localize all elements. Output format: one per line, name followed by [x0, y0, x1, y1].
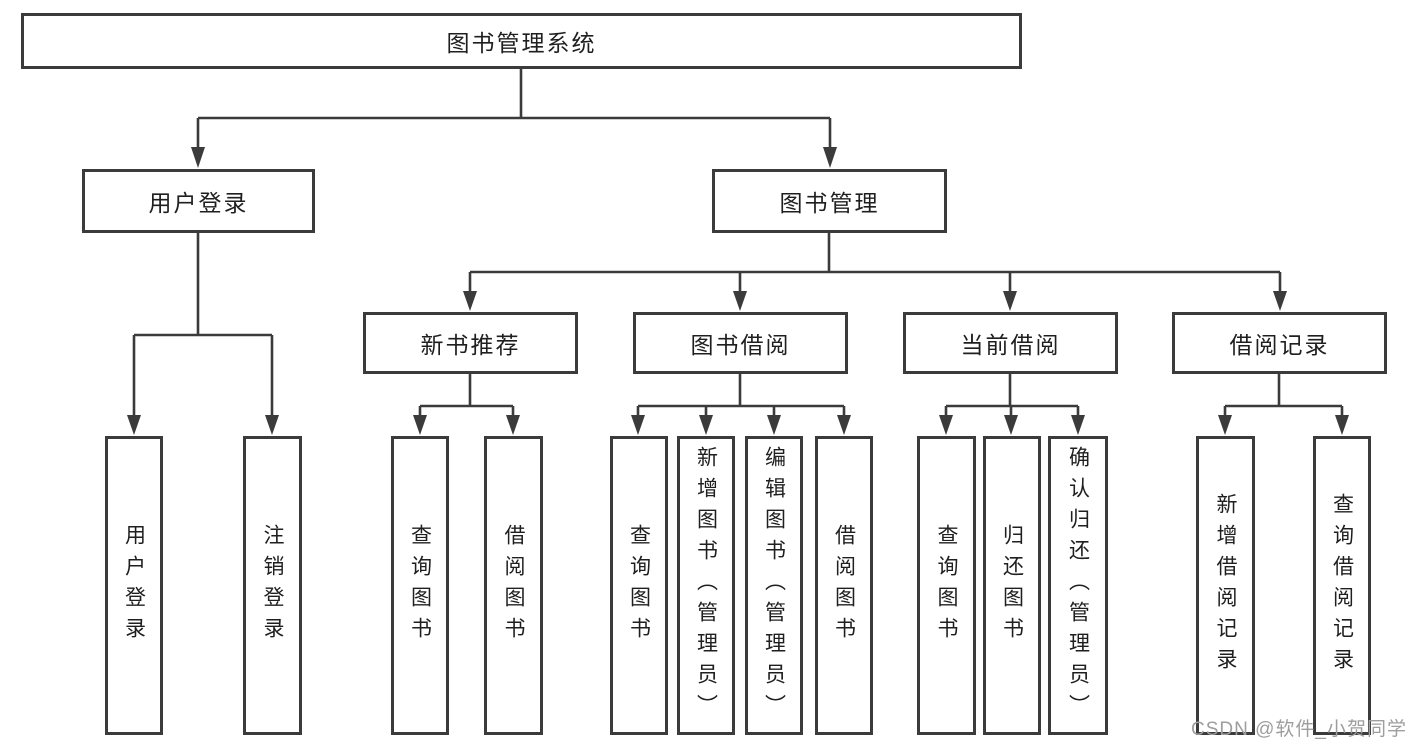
node-new-book-recommend: 新书推荐: [363, 312, 578, 374]
leaf-query-books-recommend: 查询图书: [391, 436, 449, 735]
node-label: 图书借阅: [690, 332, 791, 358]
node-borrow-records: 借阅记录: [1172, 312, 1387, 374]
node-user-login: 用户登录: [82, 169, 315, 233]
leaf-query-borrow-record: 查询借阅记录: [1313, 436, 1371, 735]
watermark-text: CSDN @软件_小贺同学: [1191, 719, 1405, 740]
node-label: 借阅图书: [502, 523, 526, 648]
leaf-borrow-books: 借阅图书: [815, 436, 873, 735]
leaf-add-borrow-record: 新增借阅记录: [1196, 436, 1255, 735]
node-label: 编辑图书（管理员）: [762, 446, 786, 725]
leaf-confirm-return-admin: 确认归还（管理员）: [1048, 436, 1108, 735]
leaf-user-login: 用户登录: [105, 436, 163, 735]
node-label: 用户登录: [122, 523, 146, 648]
leaf-add-book-admin: 新增图书（管理员）: [677, 436, 735, 735]
node-label: 查询图书: [935, 523, 959, 648]
node-label: 借阅图书: [832, 523, 856, 648]
node-label: 用户登录: [148, 190, 249, 216]
node-root: 图书管理系统: [21, 13, 1022, 69]
node-label: 归还图书: [1000, 523, 1024, 648]
node-label: 图书管理系统: [446, 30, 597, 56]
node-book-management: 图书管理: [712, 169, 947, 233]
node-label: 查询图书: [408, 523, 432, 648]
node-label: 图书管理: [779, 190, 880, 216]
node-book-borrow: 图书借阅: [633, 312, 848, 374]
node-label: 查询图书: [627, 523, 651, 648]
node-label: 新增借阅记录: [1214, 492, 1238, 679]
leaf-return-book: 归还图书: [983, 436, 1041, 735]
leaf-edit-book-admin: 编辑图书（管理员）: [745, 436, 803, 735]
node-label: 新增图书（管理员）: [694, 446, 718, 725]
node-label: 新书推荐: [420, 332, 521, 358]
leaf-query-books-current: 查询图书: [917, 436, 976, 735]
node-label: 借阅记录: [1229, 332, 1330, 358]
leaf-query-books-borrow: 查询图书: [610, 436, 668, 735]
node-label: 确认归还（管理员）: [1066, 446, 1090, 725]
leaf-logout: 注销登录: [243, 436, 302, 735]
node-current-borrow: 当前借阅: [903, 312, 1118, 374]
node-label: 当前借阅: [960, 332, 1061, 358]
node-label: 查询借阅记录: [1330, 492, 1354, 679]
node-label: 注销登录: [261, 523, 285, 648]
leaf-borrow-books-recommend: 借阅图书: [484, 436, 543, 735]
